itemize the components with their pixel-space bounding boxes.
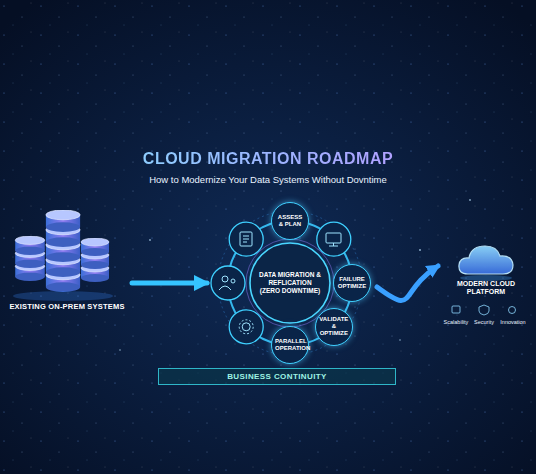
source-system: EXISTING ON-PREM SYSTEMS bbox=[4, 206, 130, 311]
continuity-band: BUSINESS CONTINUITY bbox=[158, 368, 396, 385]
node-text: MODERN CLOUD PLATFORM bbox=[440, 280, 532, 297]
node-text: BUSINESS CONTINUITY bbox=[163, 372, 391, 381]
node-text: EXISTING ON-PREM SYSTEMS bbox=[4, 302, 130, 311]
phase-circle: PARALLEL OPERATION bbox=[271, 326, 309, 364]
cloud-platform: MODERN CLOUD PLATFORM bbox=[440, 240, 532, 297]
benefit-label: Innovation bbox=[496, 319, 530, 325]
subtitle: How to Modernize Your Data Systems Witho… bbox=[18, 174, 518, 185]
benefit-label: Scalability bbox=[440, 319, 472, 325]
flow-arrow bbox=[132, 281, 207, 286]
flow-arrow bbox=[377, 266, 438, 300]
migration-hub: DATA MIGRATION & REFLICATION (ZERO DOWNT… bbox=[205, 198, 375, 368]
hub-text: DATA MIGRATION & REFLICATION (ZERO DOWNT… bbox=[258, 271, 322, 294]
node-text: ASSESS & PLAN bbox=[275, 214, 305, 228]
phase-circle: VALIDATE & OPTIMIZE bbox=[315, 308, 353, 346]
node-text: PARALLEL OPERATION bbox=[275, 338, 305, 352]
phase-circle: ASSESS & PLAN bbox=[271, 202, 309, 240]
node-text: VALIDATE & OPTIMIZE bbox=[319, 316, 349, 337]
diagram-title: CLOUD MIGRATION ROADMAP bbox=[0, 150, 536, 168]
phase-circle: FAILURE OPTIMIZE bbox=[333, 264, 371, 302]
benefit-label: Security bbox=[468, 319, 500, 325]
node-text: FAILURE OPTIMIZE bbox=[337, 276, 367, 290]
